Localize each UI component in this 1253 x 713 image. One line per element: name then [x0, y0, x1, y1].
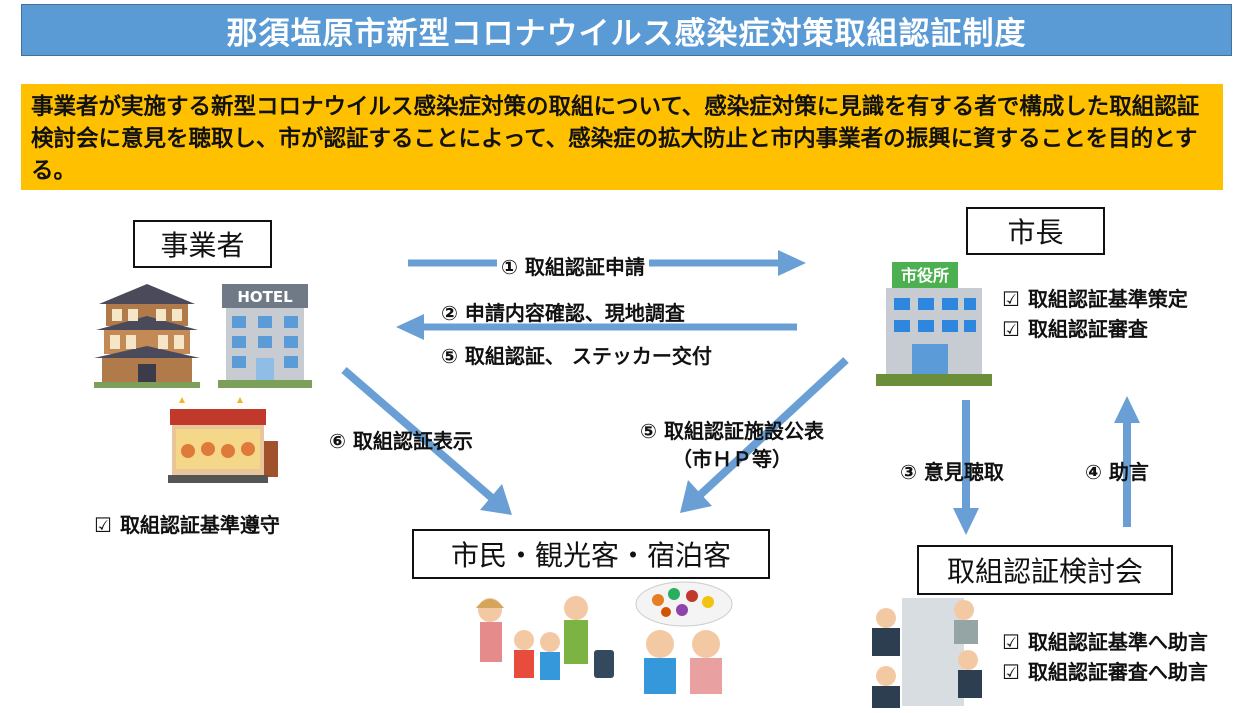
- hotel-sign-text: HOTEL: [237, 288, 293, 306]
- flow-step5b-label: ⑤ 取組認証施設公表 （市ＨＰ等）: [612, 417, 852, 473]
- mayor-checklist: ☑取組認証基準策定 ☑取組認証審査: [1002, 284, 1188, 344]
- flow-step3-label: ③ 意見聴取: [900, 460, 1004, 484]
- purpose-statement: 事業者が実施する新型コロナウイルス感染症対策の取組について、感染症対策に見識を有…: [21, 84, 1223, 190]
- city-hall-illustration: 市役所: [876, 262, 992, 386]
- actor-citizens: 市民・観光客・宿泊客: [412, 529, 770, 579]
- flow-step4-label: ④ 助言: [1085, 460, 1149, 484]
- actor-mayor: 市長: [966, 207, 1105, 255]
- checkbox-checked-icon: ☑: [1002, 317, 1020, 341]
- committee-checklist: ☑取組認証基準へ助言 ☑取組認証審査へ助言: [1002, 627, 1208, 687]
- arrow-step6-display: [341, 366, 512, 515]
- actor-business: 事業者: [133, 220, 272, 268]
- ryokan-illustration: [94, 284, 200, 388]
- hotel-illustration: HOTEL: [218, 284, 312, 388]
- actor-committee: 取組認証検討会: [917, 545, 1173, 595]
- checkbox-checked-icon: ☑: [94, 513, 112, 537]
- arrow-step2-review: [396, 314, 797, 340]
- checklist-item: ☑取組認証基準へ助言: [1002, 627, 1208, 657]
- restaurant-illustration: [168, 397, 278, 483]
- business-checklist: ☑取組認証基準遵守: [94, 510, 280, 540]
- flow-step5b-line1: ⑤ 取組認証施設公表: [640, 419, 824, 443]
- food-couple-illustration: [635, 581, 733, 694]
- arrow-step5-publish: [680, 357, 849, 513]
- flow-step2-label: ② 申請内容確認、現地調査: [441, 301, 685, 325]
- checkbox-checked-icon: ☑: [1002, 630, 1020, 654]
- city-hall-sign-text: 市役所: [901, 266, 949, 285]
- page-title: 那須塩原市新型コロナウイルス感染症対策取組認証制度: [21, 4, 1232, 56]
- checklist-item: ☑取組認証基準策定: [1002, 284, 1188, 314]
- flow-step6-label: ⑥ 取組認証表示: [329, 429, 473, 453]
- checklist-item: ☑取組認証審査: [1002, 314, 1188, 344]
- meeting-illustration: [872, 598, 982, 708]
- checklist-item: ☑取組認証審査へ助言: [1002, 657, 1208, 687]
- checkbox-checked-icon: ☑: [1002, 660, 1020, 684]
- flow-step1-label: ① 取組認証申請: [497, 251, 649, 280]
- flow-step5a-label: ⑤ 取組認証、 ステッカー交付: [441, 344, 712, 368]
- checklist-item: ☑取組認証基準遵守: [94, 510, 280, 540]
- tourists-illustration: [476, 596, 614, 680]
- arrow-step4-advice: [1114, 396, 1140, 527]
- flow-step5b-line2: （市ＨＰ等）: [672, 447, 792, 471]
- arrow-step3-hearing: [953, 400, 979, 535]
- checkbox-checked-icon: ☑: [1002, 287, 1020, 311]
